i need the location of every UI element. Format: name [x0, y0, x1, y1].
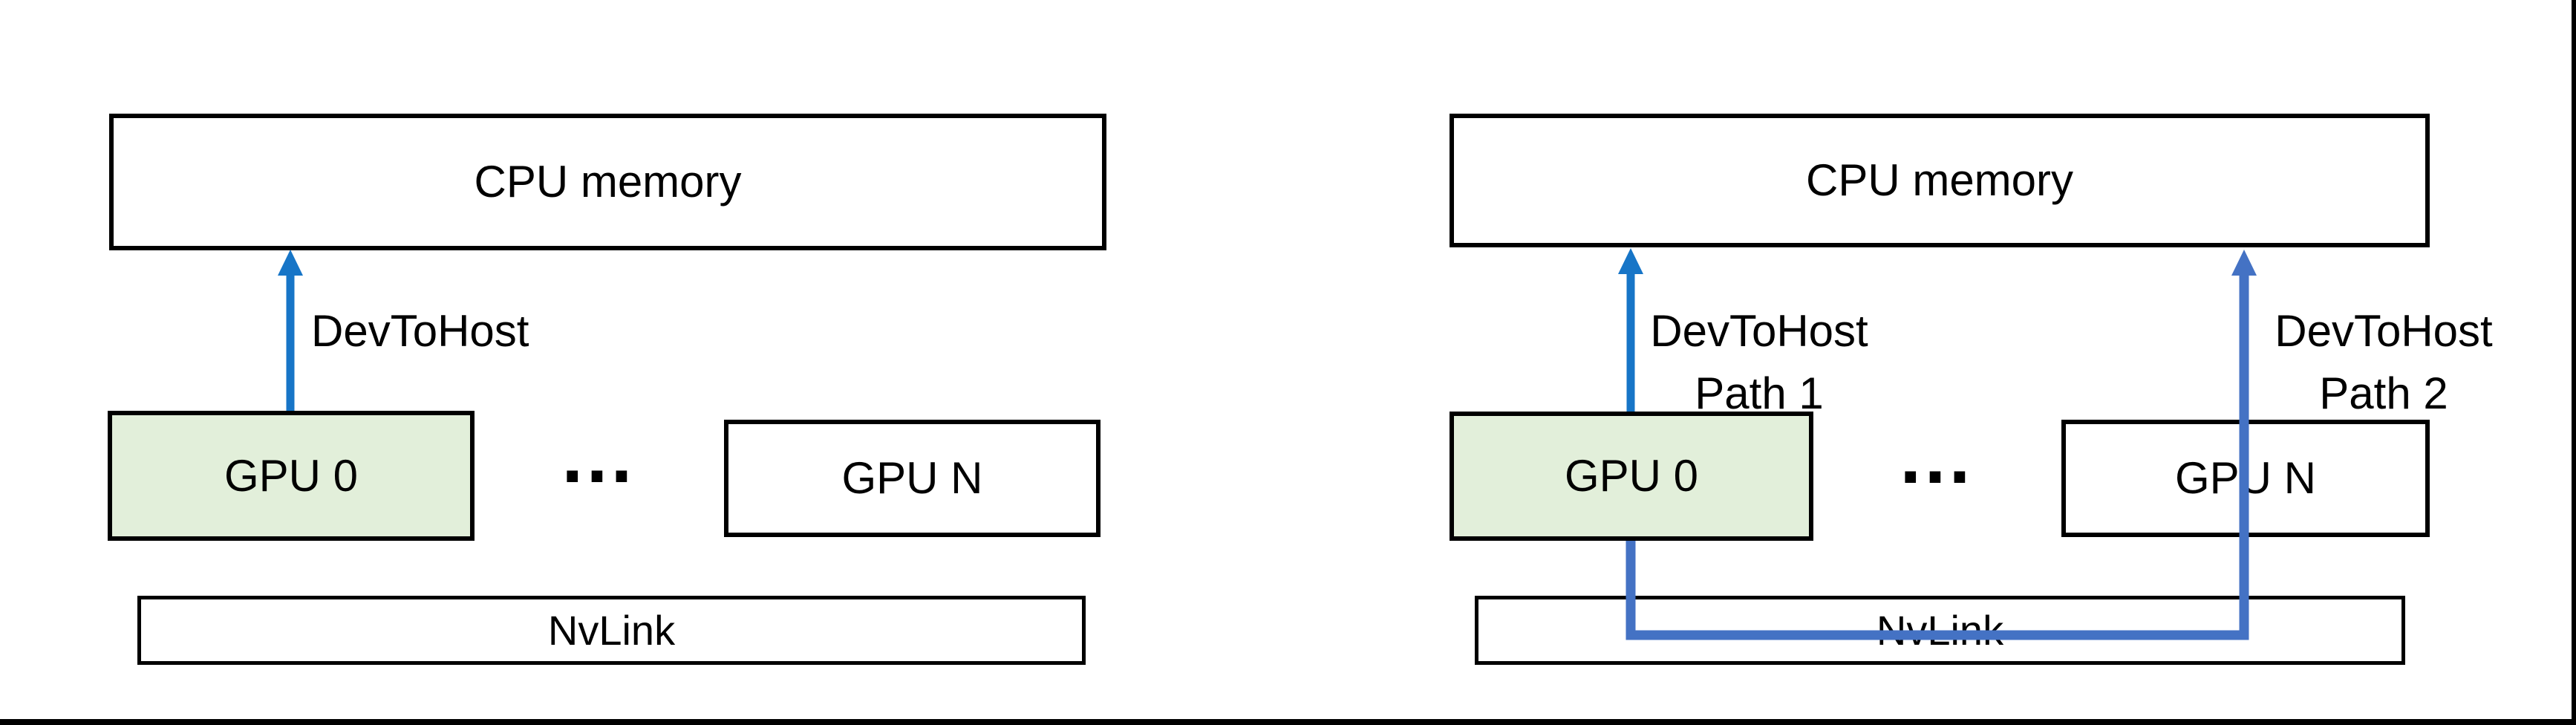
devtohost-path2-line: [1626, 272, 2249, 640]
devtohost-path1-label: DevToHost Path 1: [1650, 306, 1868, 418]
more-gpus-ellipsis-left: …: [558, 413, 640, 499]
gpu0-box-left: GPU 0: [108, 411, 475, 541]
nvlink-label-right: NvLink: [1876, 606, 2004, 654]
cpu-memory-box-left: CPU memory: [109, 114, 1106, 250]
more-gpus-ellipsis-right: …: [1897, 413, 1978, 500]
gpu0-box-right: GPU 0: [1450, 412, 1813, 541]
cpu-memory-label-left: CPU memory: [474, 157, 742, 207]
nvlink-box-left: NvLink: [137, 596, 1086, 665]
cpu-memory-label-right: CPU memory: [1805, 155, 2074, 205]
devtohost-label-left: DevToHost: [311, 306, 529, 356]
devtohost-arrow-left: [278, 250, 303, 411]
nvlink-label-left: NvLink: [547, 606, 676, 654]
gpu0-label-left: GPU 0: [224, 450, 359, 501]
gpu0-label-right: GPU 0: [1564, 451, 1699, 501]
devtohost-path2-arrow: [1626, 250, 2257, 640]
devtohost-arrow-left-head: [278, 250, 303, 276]
devtohost-path1-head: [1618, 248, 1643, 274]
gpun-label-left: GPU N: [841, 453, 983, 503]
gpun-box-left: GPU N: [724, 420, 1100, 537]
frame-bottom-line: [0, 719, 2576, 725]
devtohost-path1-arrow: [1618, 248, 1643, 412]
frame-right-line: [2572, 0, 2576, 725]
devtohost-path2-label: DevToHost Path 2: [2275, 306, 2493, 418]
cpu-memory-box-right: CPU memory: [1450, 114, 2430, 247]
devtohost-path2-head: [2231, 250, 2257, 276]
